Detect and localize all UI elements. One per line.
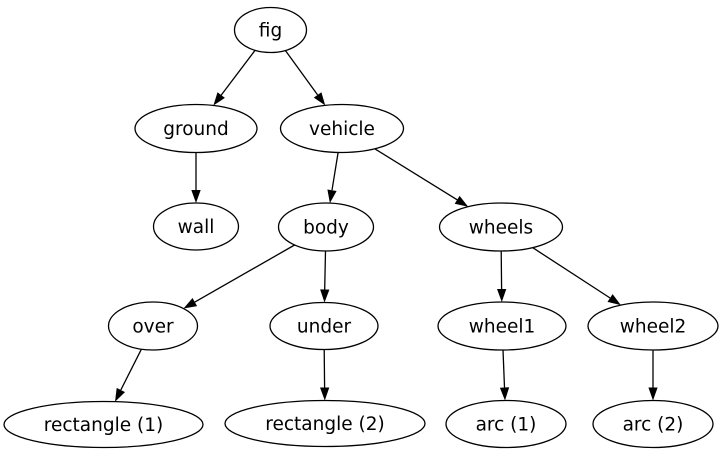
node-label-wheel2: wheel2 — [620, 317, 687, 338]
node-label-wall: wall — [178, 217, 215, 238]
node-ellipse-rect2 — [224, 399, 426, 448]
node-fig: fig — [233, 6, 308, 54]
node-vehicle: vehicle — [279, 103, 405, 154]
node-wheels: wheels — [438, 202, 564, 252]
node-body: body — [277, 202, 375, 252]
edge-arrowhead-ground-wall — [191, 190, 201, 203]
node-label-wheel1: wheel1 — [469, 317, 536, 338]
node-label-vehicle: vehicle — [309, 119, 375, 140]
node-label-rect2: rectangle (2) — [265, 414, 384, 435]
edge-body-over — [194, 244, 295, 303]
node-rect2: rectangle (2) — [224, 399, 426, 448]
node-rect1: rectangle (1) — [3, 400, 204, 449]
edge-arrowhead-fig-vehicle — [313, 92, 326, 106]
node-ellipse-rect1 — [3, 400, 204, 449]
node-ellipse-arc2 — [592, 399, 714, 449]
node-ellipse-arc1 — [445, 399, 567, 449]
node-ellipse-body — [277, 202, 375, 252]
node-ellipse-vehicle — [279, 103, 405, 154]
node-label-arc1: arc (1) — [476, 415, 537, 436]
node-ellipse-fig — [233, 6, 308, 54]
edge-arrowhead-over-rect1 — [115, 387, 125, 402]
node-label-ground: ground — [163, 119, 228, 140]
node-arc1: arc (1) — [445, 399, 567, 449]
edge-arrowhead-body-under — [320, 289, 330, 303]
edge-arrowhead-under-rect2 — [320, 387, 330, 401]
edge-arrowhead-fig-ground — [213, 92, 225, 106]
edge-fig-ground — [220, 49, 256, 96]
node-label-fig: fig — [259, 21, 282, 42]
edge-arrowhead-wheel2-arc2 — [648, 387, 658, 401]
node-wall: wall — [152, 202, 240, 251]
node-arc2: arc (2) — [592, 399, 714, 449]
edge-body-under — [324, 250, 327, 290]
node-ellipse-wall — [152, 202, 240, 251]
node-label-arc2: arc (2) — [623, 415, 684, 436]
edge-arrowhead-vehicle-wheels — [454, 195, 469, 207]
node-ellipse-wheel1 — [437, 301, 567, 351]
edge-fig-vehicle — [284, 50, 319, 96]
edge-vehicle-body — [331, 152, 339, 191]
node-wheel1: wheel1 — [437, 301, 567, 351]
node-ellipse-over — [107, 301, 199, 351]
edge-wheels-wheel2 — [532, 247, 611, 299]
node-ellipse-wheel2 — [587, 301, 719, 351]
edge-arrowhead-body-over — [183, 298, 198, 309]
node-label-over: over — [132, 317, 174, 338]
edge-arrowhead-vehicle-body — [327, 189, 337, 204]
node-label-body: body — [303, 218, 349, 239]
node-label-wheels: wheels — [469, 218, 533, 239]
edge-arrowhead-wheels-wheel2 — [607, 294, 621, 306]
edge-arrowhead-wheels-wheel1 — [497, 289, 507, 302]
edge-vehicle-wheels — [374, 148, 458, 201]
edge-wheel1-arc1 — [502, 349, 506, 388]
node-over: over — [107, 301, 199, 351]
node-label-under: under — [297, 317, 352, 338]
node-ground: ground — [134, 103, 258, 154]
node-label-rect1: rectangle (1) — [44, 415, 163, 436]
node-wheel2: wheel2 — [587, 301, 719, 351]
node-ellipse-ground — [134, 103, 258, 154]
edge-over-rect1 — [120, 348, 142, 391]
node-ellipse-wheels — [438, 202, 564, 252]
node-under: under — [269, 301, 379, 351]
node-ellipse-under — [269, 301, 379, 351]
edge-arrowhead-wheel1-arc1 — [499, 387, 510, 401]
